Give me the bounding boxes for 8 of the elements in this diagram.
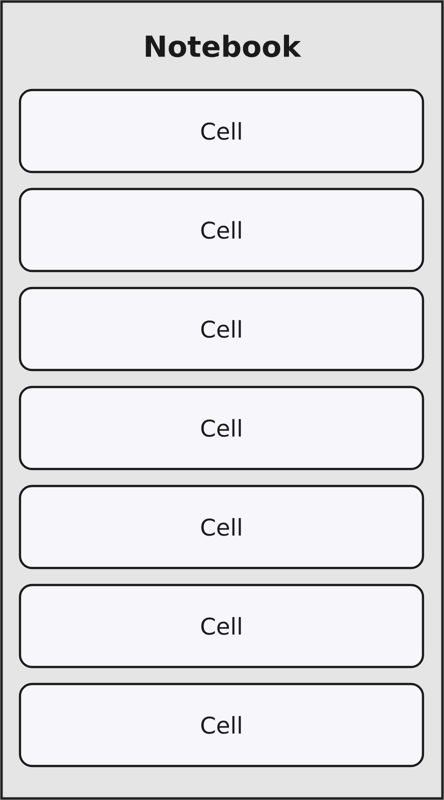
cell-box: Cell — [18, 88, 424, 174]
cell-box: Cell — [18, 286, 424, 372]
cell-box: Cell — [18, 484, 424, 570]
cell-box: Cell — [18, 682, 424, 768]
cell-box: Cell — [18, 584, 424, 668]
cell-box: Cell — [18, 188, 424, 272]
cell-box: Cell — [18, 386, 424, 470]
title: Notebook — [146, 34, 302, 58]
